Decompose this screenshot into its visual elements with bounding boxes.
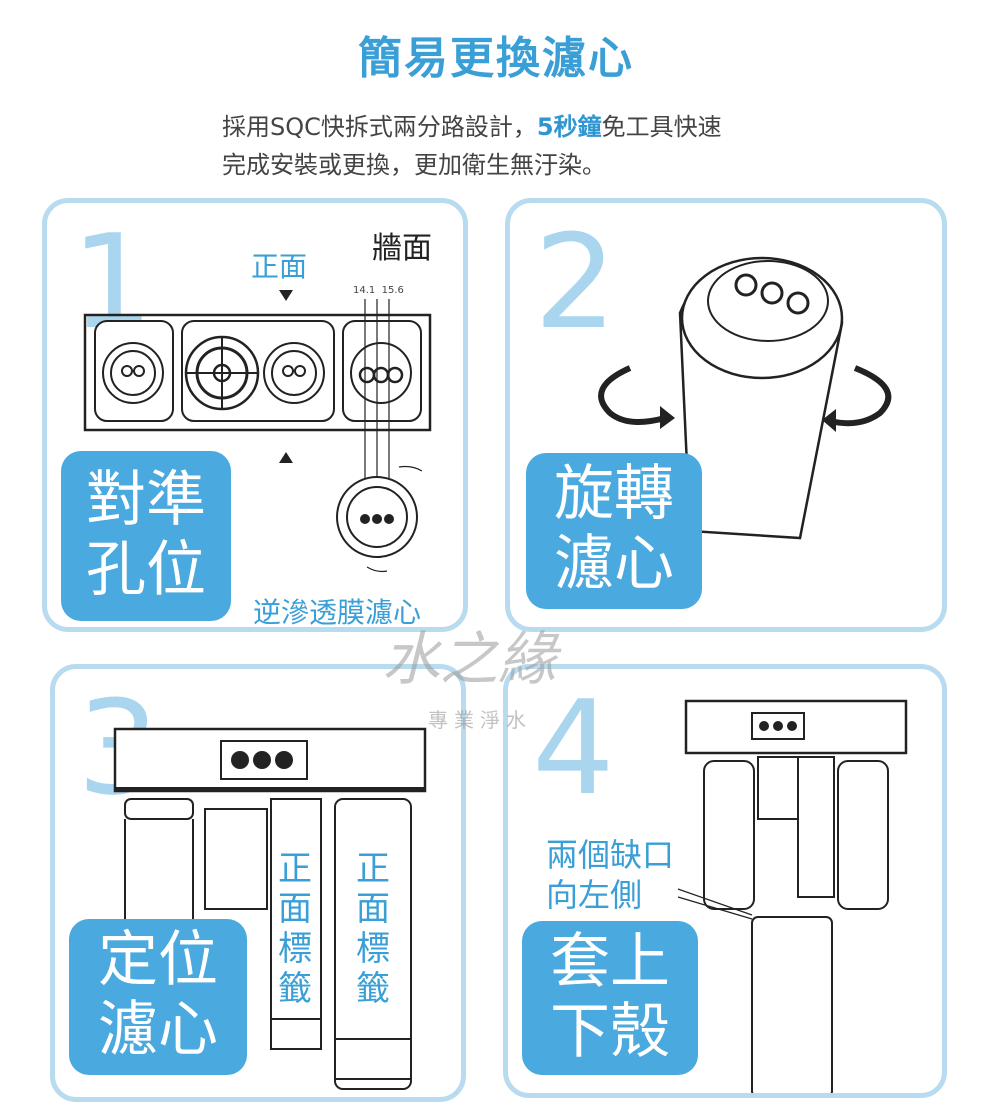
intro-line1-b: 免工具快速: [601, 113, 722, 141]
step3-badge-line2: 濾心: [98, 995, 218, 1065]
step4-number: 4: [532, 672, 615, 824]
notch-line2: 向左側: [546, 876, 643, 914]
step2-badge-line1: 旋轉: [554, 459, 674, 529]
ro-filter-label: 逆滲透膜濾心: [253, 596, 422, 629]
rotate-diagram: [598, 256, 892, 540]
intro-line1-a: 採用SQC快拆式兩分路設計，: [222, 113, 537, 141]
dimension-label: 14.1 15.6: [353, 285, 404, 296]
watermark-logo: 水之緣: [382, 625, 557, 693]
intro-text: 採用SQC快拆式兩分路設計，5秒鐘免工具快速 完成安裝或更換，更加衛生無汙染。: [222, 108, 722, 184]
front-tag-2: 正面標籤: [356, 849, 390, 1009]
step1-badge-line1: 對準: [86, 465, 206, 535]
front-tag-1: 正面標籤: [278, 849, 312, 1009]
step2-number: 2: [534, 206, 617, 358]
page-title: 簡易更換濾心: [358, 33, 634, 84]
step1-badge: 對準 孔位: [61, 451, 231, 621]
wall-label: 牆面: [372, 231, 432, 266]
intro-highlight: 5秒鐘: [536, 113, 602, 141]
step4-badge-line1: 套上: [550, 927, 670, 997]
step3-badge: 定位 濾心: [69, 919, 247, 1075]
alignment-diagram: [83, 290, 432, 573]
install-diagram: [677, 699, 908, 1093]
watermark-sub: 專業淨水: [428, 708, 532, 732]
notch-line1: 兩個缺口: [546, 836, 675, 874]
step4-badge: 套上 下殼: [522, 921, 698, 1075]
step2-card: 2 旋轉 濾心: [505, 198, 947, 632]
step2-badge-line2: 濾心: [554, 529, 674, 599]
step2-badge: 旋轉 濾心: [526, 453, 702, 609]
front-label: 正面: [251, 250, 308, 283]
step4-badge-line2: 下殼: [550, 997, 670, 1067]
step1-card: 1 正面 牆面 14.1 15.6: [42, 198, 468, 632]
position-diagram: [113, 727, 427, 1090]
step1-badge-line2: 孔位: [86, 535, 206, 605]
step4-card: 4 兩個缺口 向左側 套上 下殼: [503, 664, 947, 1098]
step3-badge-line1: 定位: [98, 925, 218, 995]
notch-note: 兩個缺口 向左側: [546, 835, 674, 915]
intro-line2: 完成安裝或更換，更加衛生無汙染。: [222, 151, 606, 179]
